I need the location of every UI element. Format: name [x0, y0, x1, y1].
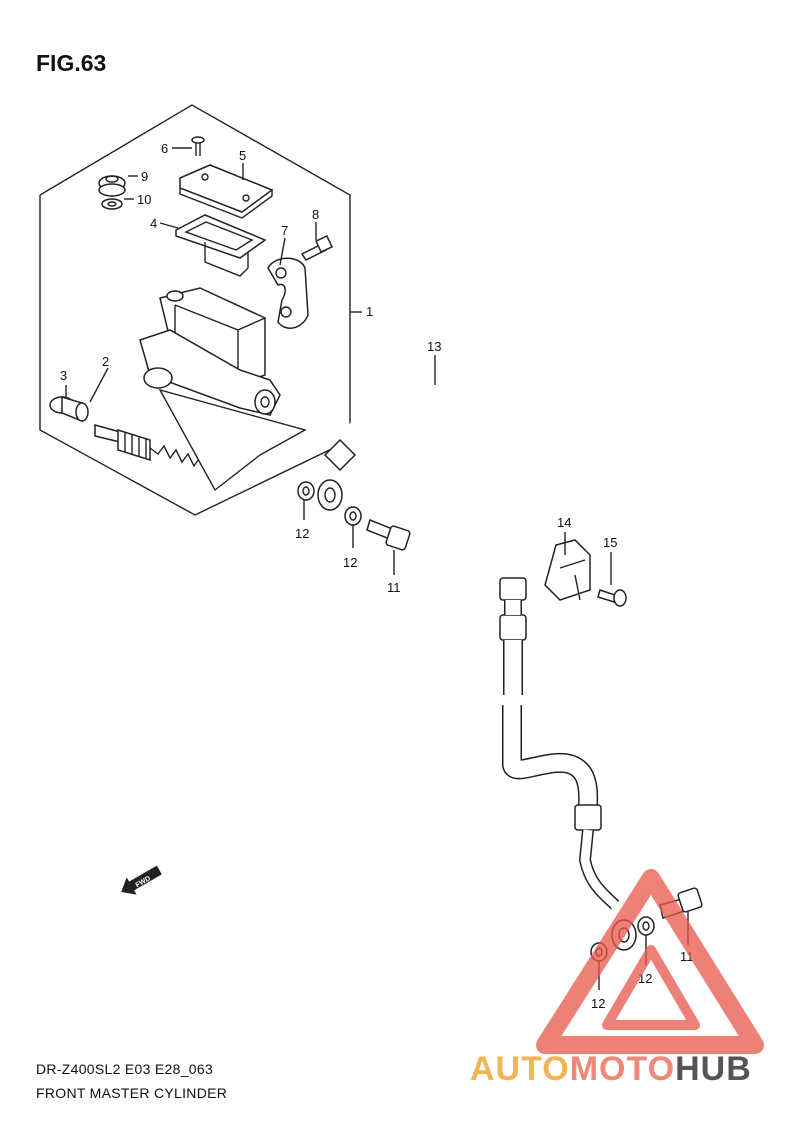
brand-part-1: AUTO	[470, 1050, 570, 1088]
piston-set[interactable]	[94, 424, 199, 468]
brand-part-3: HUB	[675, 1050, 752, 1088]
figure-name: FRONT MASTER CYLINDER	[36, 1085, 228, 1101]
washer-12b[interactable]	[344, 506, 362, 526]
brand-part-2: MOTO	[569, 1050, 676, 1088]
callout-3: 3	[60, 368, 67, 383]
callout-2: 2	[102, 354, 109, 369]
washer-12d[interactable]	[637, 916, 655, 936]
callout-6: 6	[161, 141, 168, 156]
cap-screw[interactable]	[191, 136, 205, 156]
callout-7: 7	[281, 223, 288, 238]
master-cylinder-body[interactable]	[139, 287, 281, 416]
figure-code: DR-Z400SL2 E03 E28_063	[36, 1061, 214, 1077]
callout-9: 9	[141, 169, 148, 184]
callout-4: 4	[150, 216, 157, 231]
watermark-logo-icon	[536, 869, 764, 1054]
brake-hose[interactable]	[328, 385, 620, 910]
reservoir-cap[interactable]	[179, 164, 274, 219]
inner-outline	[158, 388, 307, 492]
hose-clamp[interactable]	[544, 539, 591, 601]
figure-title: FIG.63	[36, 50, 107, 76]
callout-15: 15	[603, 535, 617, 550]
callout-11-upper: 11	[387, 580, 401, 595]
piston-boot[interactable]	[49, 395, 89, 423]
callout-12-c: 12	[591, 996, 605, 1011]
union-bolt-upper[interactable]	[366, 518, 411, 551]
leader-lines	[65, 147, 689, 990]
callout-13: 13	[427, 339, 441, 354]
callout-14: 14	[557, 515, 571, 530]
callout-12-b: 12	[343, 555, 357, 570]
clamp-screw[interactable]	[597, 589, 627, 607]
upper-banjo[interactable]	[317, 438, 357, 511]
callout-12-a: 12	[295, 526, 309, 541]
handlebar-clamp[interactable]	[267, 257, 309, 329]
fwd-arrow-icon: FWD	[121, 865, 162, 895]
washer-12a[interactable]	[297, 481, 315, 501]
diaphragm[interactable]	[175, 214, 267, 277]
washer[interactable]	[101, 198, 123, 210]
callout-10: 10	[137, 192, 151, 207]
watermark-brand: AUTOMOTOHUB	[470, 1050, 752, 1089]
callout-5: 5	[239, 148, 246, 163]
boot[interactable]	[98, 175, 126, 197]
callout-8: 8	[312, 207, 319, 222]
clamp-bolt[interactable]	[300, 235, 333, 261]
callout-1: 1	[366, 304, 373, 319]
